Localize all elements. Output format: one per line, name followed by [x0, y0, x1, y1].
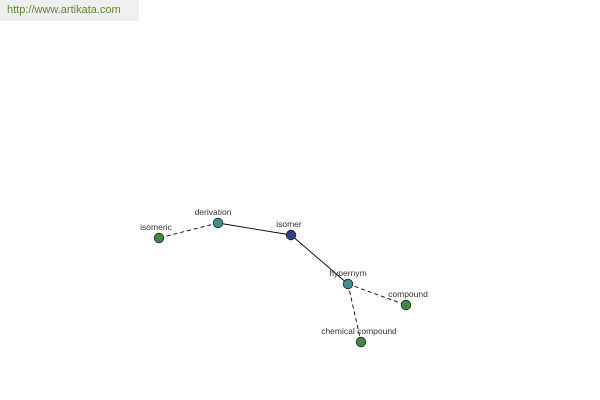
- node-label-isomeric[interactable]: isomeric: [140, 222, 172, 232]
- edge-isomer-hypernym: [290, 234, 349, 285]
- nodes-layer: [153, 217, 412, 348]
- node-label-compound[interactable]: compound: [388, 289, 428, 299]
- node-derivation[interactable]: [212, 217, 224, 229]
- node-label-hypernym[interactable]: hypernym: [329, 268, 366, 278]
- edge-hypernym-compound: [347, 283, 407, 306]
- node-hypernym[interactable]: [342, 278, 354, 290]
- site-link[interactable]: http://www.artikata.com: [0, 0, 139, 21]
- labels-layer: isomer derivation hypernym isomeric compound…: [140, 207, 428, 336]
- edge-isomer-derivation: [217, 222, 292, 236]
- node-isomer[interactable]: [285, 229, 297, 241]
- edges-layer: [158, 222, 407, 343]
- node-label-derivation[interactable]: derivation: [195, 207, 232, 217]
- node-isomeric[interactable]: [153, 232, 165, 244]
- edge-hypernym-chemical-compound: [347, 283, 362, 343]
- node-chemical-compound[interactable]: [355, 336, 367, 348]
- node-compound[interactable]: [400, 299, 412, 311]
- node-label-chemical-compound[interactable]: chemical compound: [321, 326, 397, 336]
- edge-derivation-isomeric: [158, 222, 219, 239]
- node-label-isomer[interactable]: isomer: [276, 219, 302, 229]
